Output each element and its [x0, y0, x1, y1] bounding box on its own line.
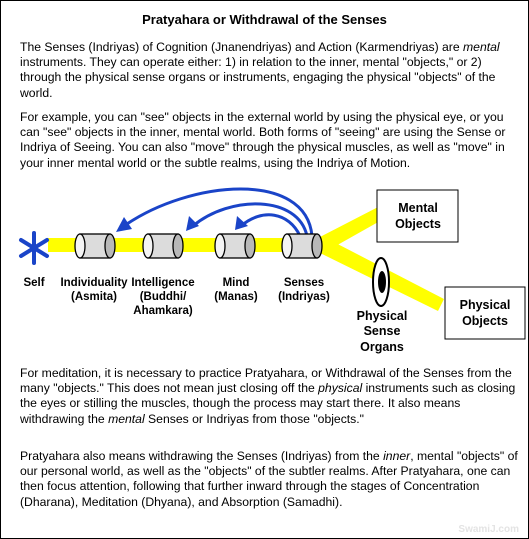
intelligence-sublabel: (Buddhi/: [140, 291, 187, 303]
cylinder-senses: [281, 233, 323, 259]
body-text: instruments. They can operate either: 1)…: [20, 55, 496, 100]
emphasis-text: physical: [318, 381, 363, 396]
paragraph-seeing-example: For example, you can "see" objects in th…: [20, 110, 518, 171]
cylinder-individuality: [74, 233, 116, 259]
body-text: The Senses (Indriyas) of Cognition (Jnan…: [20, 40, 464, 54]
intelligence-sublabel-2: Ahamkara): [133, 305, 193, 317]
arrow-arc-to-intelligence: [192, 202, 309, 237]
eye-icon: [372, 257, 390, 307]
physical-objects-label: Physical: [460, 298, 511, 312]
sense-organs-label: Physical: [357, 309, 408, 323]
physical-objects-box: [444, 286, 526, 340]
sense-organs-sublabel: Sense: [364, 324, 401, 338]
mind-sublabel: (Manas): [214, 291, 258, 303]
individuality-label: Individuality: [60, 277, 128, 289]
senses-label: Senses: [284, 277, 324, 289]
senses-sublabel: (Indriyas): [278, 291, 330, 303]
arrowhead-individuality: [116, 217, 132, 232]
mental-objects-sublabel: Objects: [395, 217, 441, 231]
cylinder-mind: [214, 233, 256, 259]
sense-organs-sublabel-2: Organs: [360, 340, 404, 354]
self-label: Self: [23, 277, 44, 289]
self-star-icon: [19, 231, 49, 265]
mental-branch: [318, 205, 387, 252]
physical-objects-sublabel: Objects: [462, 314, 508, 328]
body-text: For example, you can "see" objects in th…: [20, 110, 506, 170]
paragraph-inner-withdrawal: Pratyahara also means withdrawing the Se…: [20, 449, 518, 510]
watermark: SwamiJ.com: [458, 524, 519, 535]
arrowhead-mind: [235, 216, 248, 230]
body-text: Senses or Indriyas from those "objects.": [144, 411, 364, 426]
mental-objects-box: [376, 189, 459, 243]
body-text: For meditation, it is necessary to pract…: [20, 366, 512, 396]
individuality-sublabel: (Asmita): [71, 291, 117, 303]
emphasis-text: inner: [383, 449, 411, 463]
body-text: Pratyahara also means withdrawing the Se…: [20, 449, 384, 463]
intelligence-label: Intelligence: [131, 277, 194, 289]
mental-objects-label: Mental: [398, 201, 438, 215]
withdrawal-arrows: [123, 187, 314, 237]
arrow-arc-to-mind: [240, 213, 302, 237]
page-title: Pratyahara or Withdrawal of the Senses: [142, 12, 387, 27]
mind-label: Mind: [223, 277, 250, 289]
paragraph-meditation: For meditation, it is necessary to pract…: [20, 366, 518, 427]
body-text: , mental "objects" of our personal world…: [20, 449, 518, 509]
emphasis-text: mental: [108, 411, 145, 426]
cylinder-intelligence: [142, 233, 184, 259]
body-text: instruments such as closing the eyes or …: [20, 381, 516, 426]
paragraph-senses-intro: The Senses (Indriyas) of Cognition (Jnan…: [20, 40, 518, 101]
emphasis-text: mental: [463, 40, 500, 54]
arrow-arc-to-individuality: [123, 187, 314, 237]
arrowhead-intelligence: [186, 216, 199, 231]
